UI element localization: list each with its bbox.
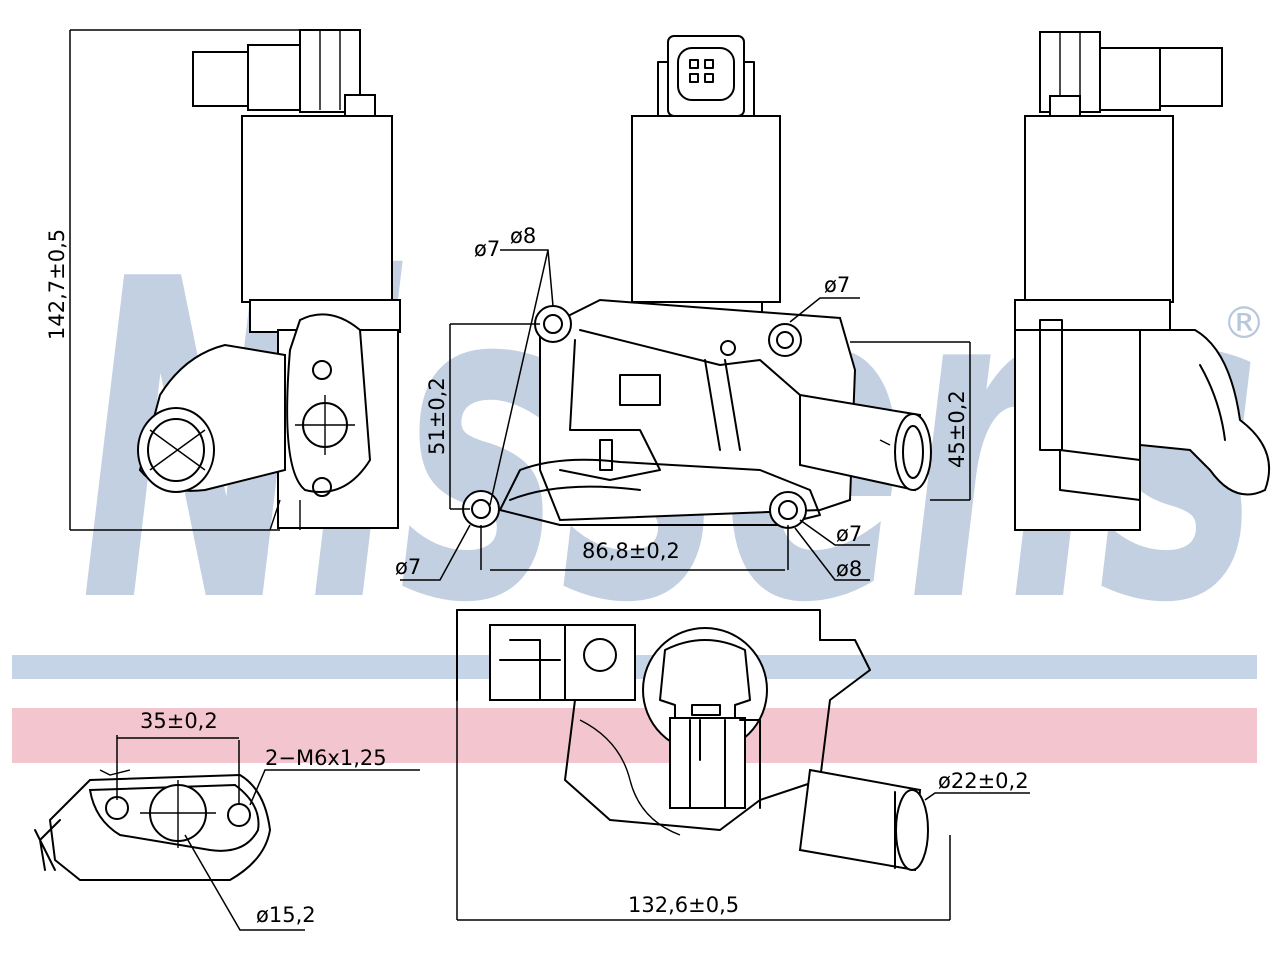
bolt-spacing-vertical-label: 51±0,2 bbox=[425, 377, 449, 455]
flange-dimensions: 35±0,2 2−M6x1,25 ø15,2 bbox=[116, 709, 420, 931]
outlet-height-label: 45±0,2 bbox=[945, 390, 969, 468]
right-side-view bbox=[1014, 31, 1271, 531]
port-diameter-label: ø15,2 bbox=[256, 903, 316, 927]
flange-spacing-label: 35±0,2 bbox=[140, 709, 218, 733]
top-view-dimensions: 132,6±0,5 ø22±0,2 bbox=[456, 700, 1030, 921]
overall-length-label: 132,6±0,5 bbox=[628, 893, 739, 917]
height-total-label: 142,7±0,5 bbox=[45, 229, 69, 340]
left-side-view bbox=[137, 29, 401, 531]
bore-7b-label: ø7 bbox=[824, 273, 850, 297]
bore-7c-label: ø7 bbox=[395, 555, 421, 579]
bolt-spacing-horizontal-label: 86,8±0,2 bbox=[582, 539, 680, 563]
flange-detail bbox=[34, 769, 272, 881]
height-dimension: 142,7±0,5 bbox=[45, 29, 300, 531]
registered-mark: ® bbox=[1222, 298, 1266, 349]
bore-8b-label: ø8 bbox=[836, 557, 862, 581]
center-dimensions: 51±0,2 86,8±0,2 45±0,2 ø7 ø8 ø7 ø7 ø7 ø8 bbox=[395, 224, 971, 581]
watermark-stripe-pink bbox=[12, 708, 1257, 763]
top-view bbox=[456, 609, 929, 872]
pipe-diameter-label: ø22±0,2 bbox=[938, 769, 1029, 793]
bore-7a-label: ø7 bbox=[474, 237, 500, 261]
center-front-view bbox=[462, 35, 932, 529]
bore-8a-label: ø8 bbox=[510, 224, 536, 248]
thread-label: 2−M6x1,25 bbox=[265, 746, 387, 770]
bore-7d-label: ø7 bbox=[836, 522, 862, 546]
